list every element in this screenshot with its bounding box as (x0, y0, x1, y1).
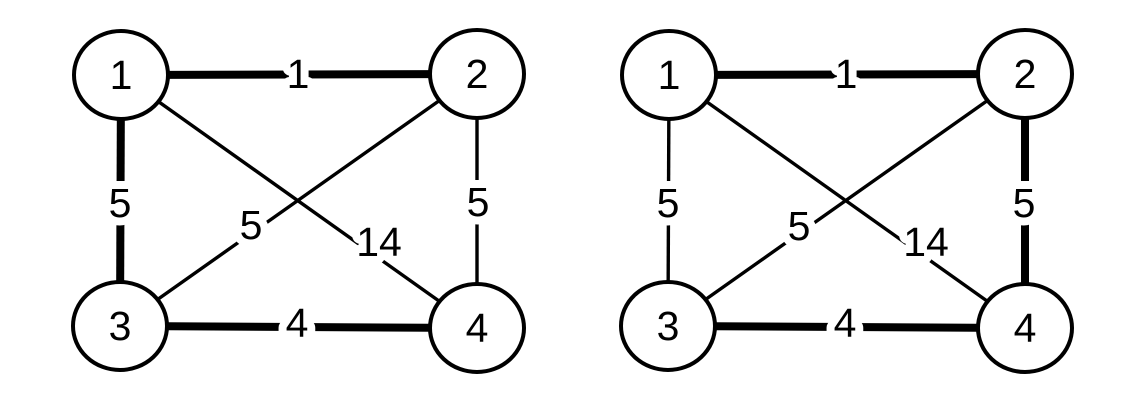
node-3 (619, 280, 717, 372)
edge-3-4 (667, 322, 1026, 332)
node-label-1: 1 (658, 52, 681, 98)
node-1 (620, 29, 718, 121)
node-4 (428, 282, 526, 374)
node-label-4: 4 (1014, 305, 1037, 351)
edge-3-4 (119, 322, 478, 332)
edge-weight-label-2-3: 5 (788, 203, 811, 249)
edge-weight-label-3-4: 4 (286, 300, 309, 346)
left-graph: 1 5 4 5 5 14 1 2 3 4 (71, 28, 526, 374)
node-label-3: 3 (109, 303, 132, 349)
edge-1-2 (120, 70, 478, 79)
edge-weight-label-1-2: 1 (287, 51, 310, 97)
edge-weight-label-1-2: 1 (835, 51, 858, 97)
edge-weight-label-2-4: 5 (467, 179, 490, 225)
node-label-4: 4 (466, 305, 489, 351)
node-label-1: 1 (110, 52, 133, 98)
edge-1-4 (668, 73, 1026, 330)
edge-weight-label-1-4: 14 (356, 219, 402, 265)
node-2 (428, 28, 526, 120)
node-4 (976, 282, 1074, 374)
node-1 (72, 29, 170, 121)
edge-weight-label-1-3: 5 (657, 180, 680, 226)
node-label-2: 2 (1014, 51, 1037, 97)
edge-weight-label-1-4: 14 (903, 219, 949, 265)
node-2 (976, 28, 1074, 120)
node-label-3: 3 (657, 303, 680, 349)
edge-weight-label-2-4: 5 (1013, 180, 1036, 226)
node-3 (71, 280, 169, 372)
edge-weight-label-3-4: 4 (834, 300, 857, 346)
right-graph: 1 5 4 5 5 14 1 2 3 4 (619, 28, 1074, 374)
edge-weight-label-2-3: 5 (240, 202, 263, 248)
edge-1-2 (668, 70, 1026, 79)
node-label-2: 2 (466, 51, 489, 97)
edge-1-4 (120, 73, 478, 330)
edge-weight-label-1-3: 5 (109, 180, 132, 226)
